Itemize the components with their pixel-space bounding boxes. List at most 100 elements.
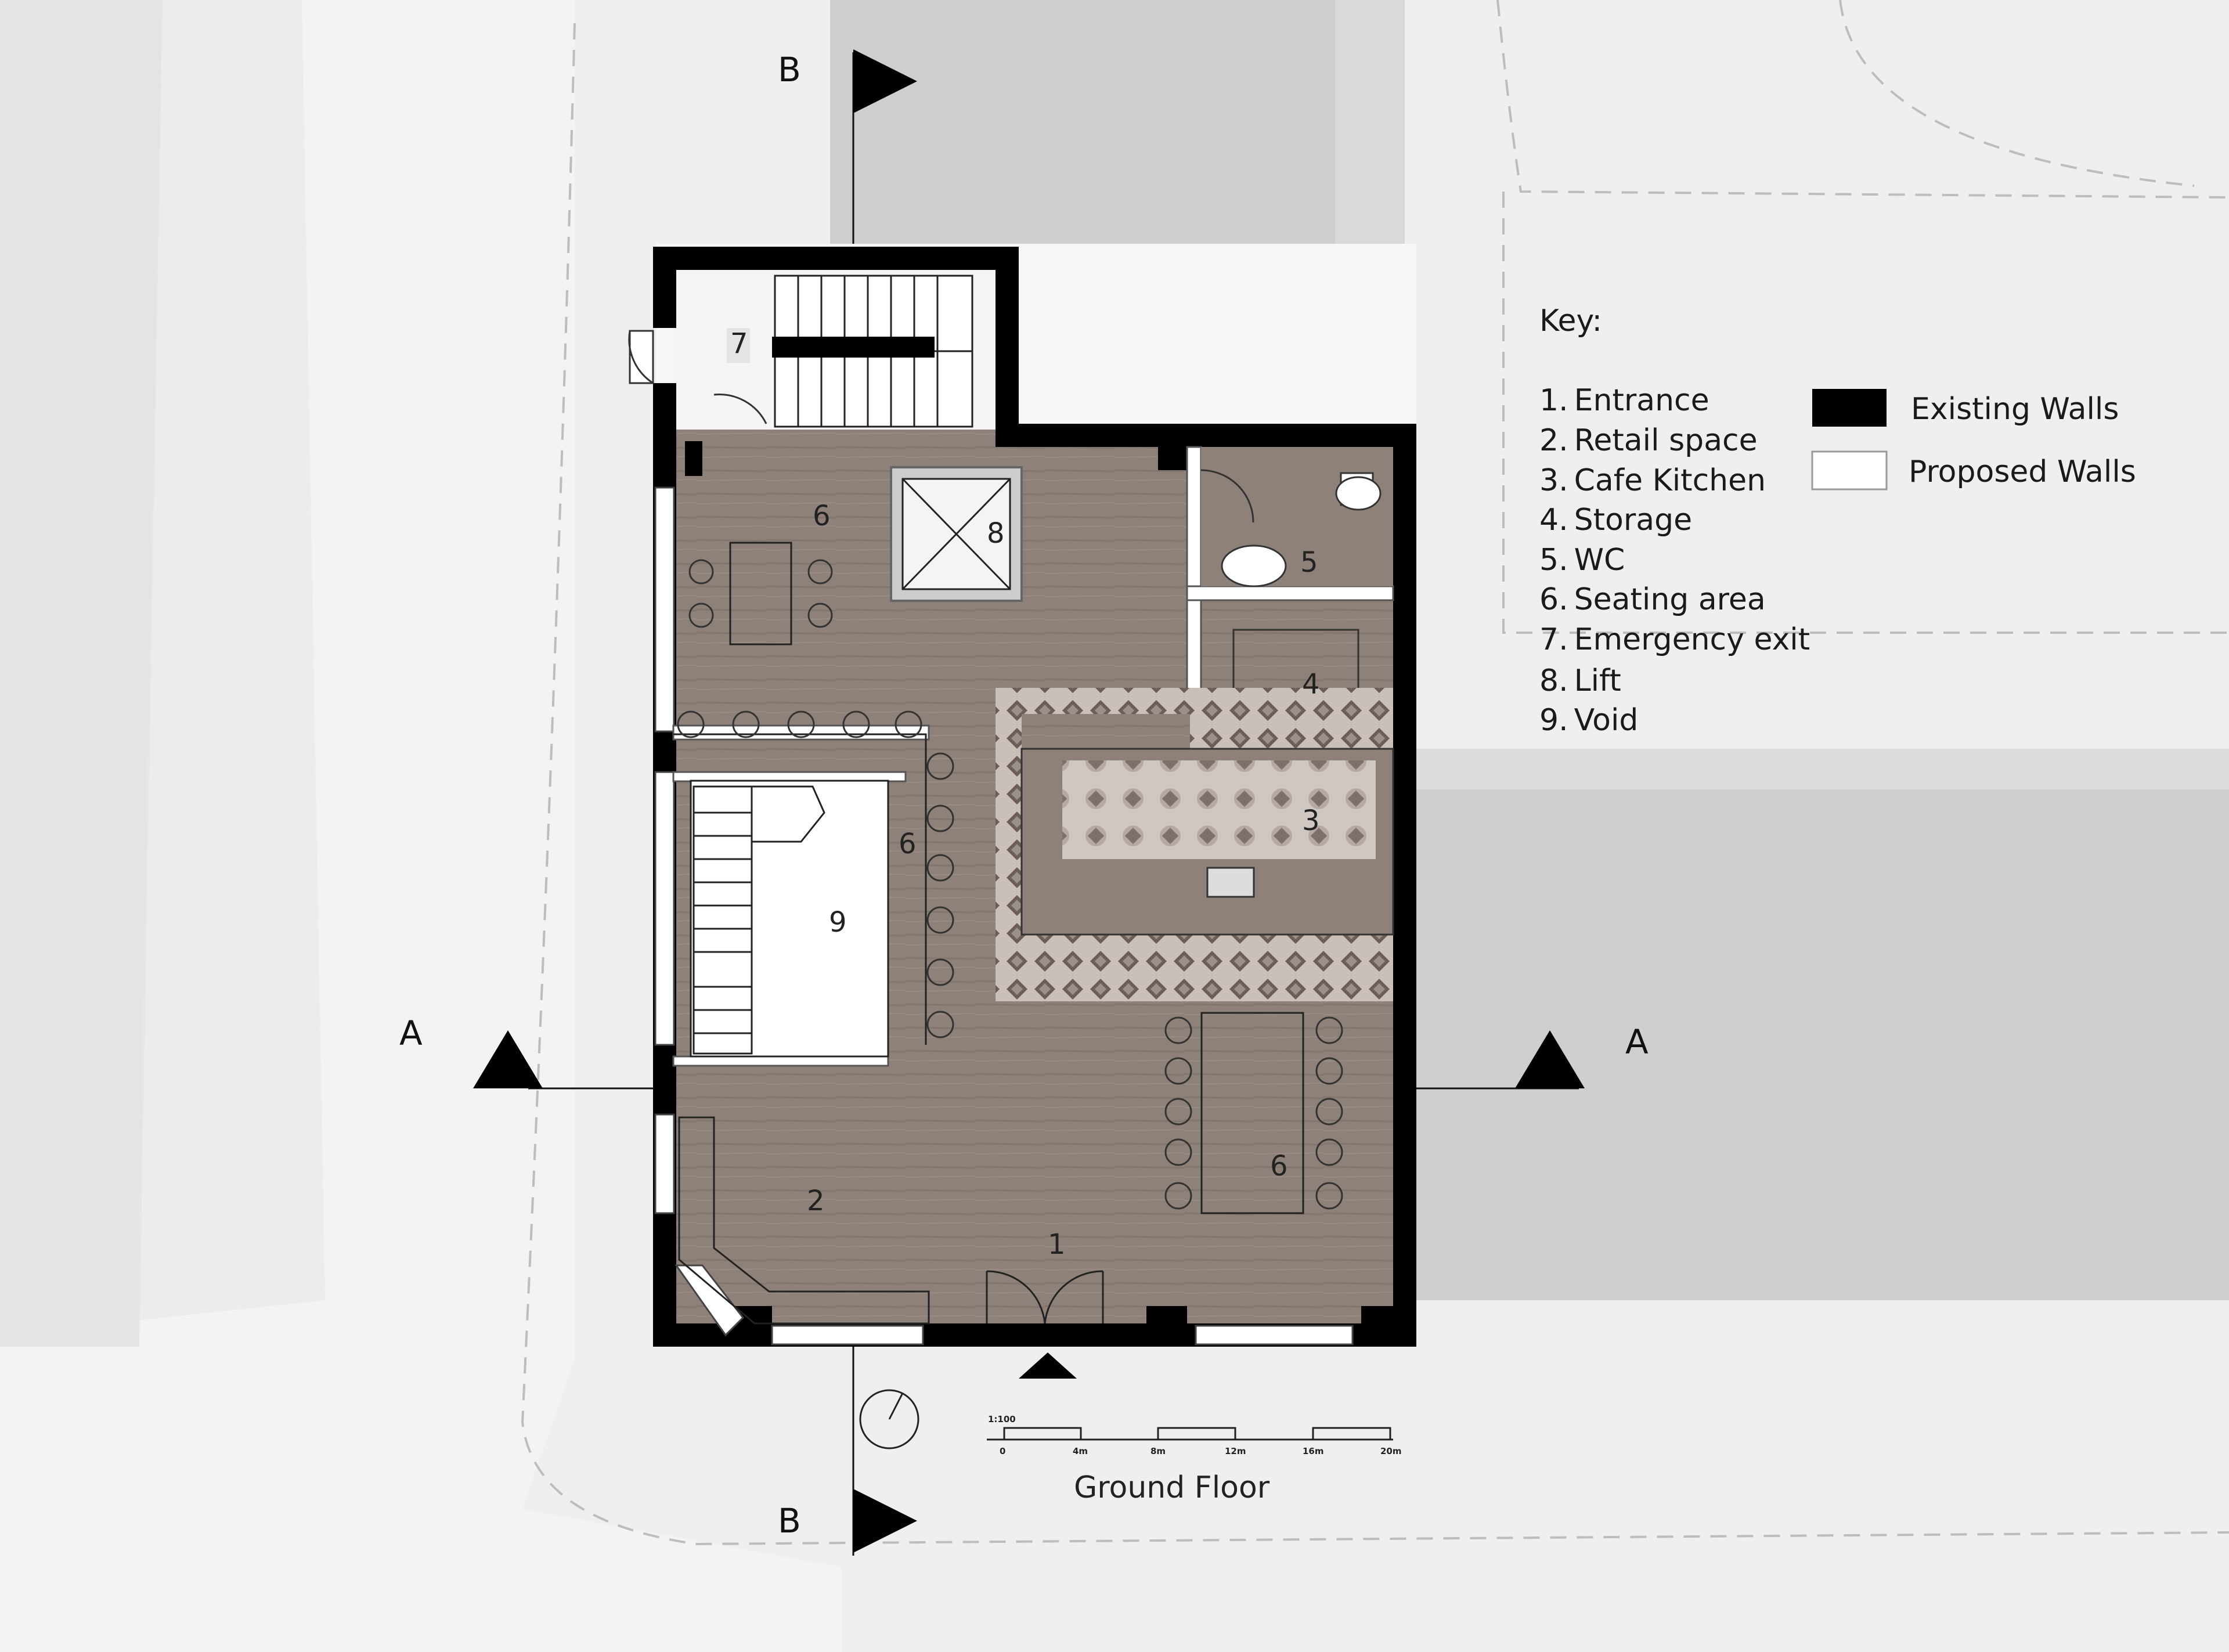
windows — [654, 486, 1354, 1346]
key-item: 9.Void — [1539, 703, 1638, 738]
retail-counter — [678, 1116, 930, 1325]
key-item-text: WC — [1574, 543, 1625, 578]
bar-counter — [673, 733, 927, 1045]
room-label-seating-se: 6 — [1270, 1150, 1288, 1182]
wc-basin — [1221, 544, 1287, 587]
room-label-retail: 2 — [807, 1185, 825, 1217]
room-label-kitchen: 3 — [1302, 805, 1320, 837]
section-a-right-arrow — [1515, 1030, 1585, 1088]
svg-text:2.Retail space: 2.Retail space — [1539, 423, 1758, 458]
section-b-top-flag — [853, 49, 917, 113]
north-point-needle — [888, 1393, 904, 1420]
exit-door[interactable] — [629, 330, 654, 384]
section-line-a — [473, 1030, 1585, 1090]
room-label-seating-nw: 6 — [813, 500, 831, 532]
key-item: 1.Entrance — [1539, 383, 1709, 418]
key-item-num: 7. — [1539, 622, 1568, 657]
key-item-num: 1. — [1539, 383, 1568, 418]
key-item: 2.Retail space — [1539, 423, 1758, 458]
wc-door-swing[interactable] — [1200, 469, 1254, 523]
room-label-exit: 7 — [730, 327, 748, 360]
room-label-void: 9 — [829, 906, 847, 939]
key-item: 3.Cafe Kitchen — [1539, 463, 1766, 498]
boundary-dashed-curve — [1839, 0, 2195, 187]
key-item-text: Retail space — [1574, 423, 1758, 458]
inner-door-swing — [713, 394, 767, 424]
key-title: Key: — [1539, 304, 1602, 338]
kitchen-sink — [1206, 867, 1255, 898]
key-item-num: 9. — [1539, 703, 1568, 738]
stair-landing-wall — [772, 337, 935, 358]
key-item-num: 5. — [1539, 543, 1568, 578]
key-item: 5.WC — [1539, 543, 1625, 578]
key-item-num: 8. — [1539, 663, 1568, 698]
kitchen-gap — [1022, 714, 1190, 749]
table-nw — [729, 542, 792, 645]
key-item-text: Lift — [1574, 663, 1621, 698]
svg-text:8.Lift: 8.Lift — [1539, 663, 1621, 698]
neighbour-building-east — [1416, 755, 2229, 1300]
section-b-bottom-flag — [853, 1489, 917, 1553]
section-a-left-label: A — [399, 1013, 423, 1053]
svg-text:5.WC: 5.WC — [1539, 543, 1625, 578]
key-item-text: Seating area — [1574, 582, 1766, 617]
exit-tag-bg — [727, 328, 750, 363]
key-item-text: Storage — [1574, 503, 1692, 538]
entrance-door[interactable] — [986, 1270, 1103, 1324]
scale-tick-20: 20m — [1380, 1446, 1402, 1456]
key-item: 8.Lift — [1539, 663, 1621, 698]
svg-text:3.Cafe Kitchen: 3.Cafe Kitchen — [1539, 463, 1766, 498]
boundary-dashed-right — [1502, 192, 2229, 634]
svg-text:7.Emergency exit: 7.Emergency exit — [1539, 622, 1810, 657]
boundary-dashed-top — [1496, 0, 2229, 199]
scale-tick-4: 4m — [1073, 1446, 1088, 1456]
entrance-arrow — [1019, 1352, 1077, 1379]
room-label-seating-mid: 6 — [899, 828, 917, 860]
svg-text:4.Storage: 4.Storage — [1539, 503, 1692, 538]
room-label-entrance: 1 — [1048, 1228, 1066, 1261]
scale-tick-12: 12m — [1225, 1446, 1246, 1456]
section-a-right-label: A — [1625, 1022, 1649, 1062]
svg-text:9.Void: 9.Void — [1539, 703, 1638, 738]
key-item: 6.Seating area — [1539, 582, 1766, 617]
key-item-text: Entrance — [1574, 383, 1709, 418]
scale-bar: 1:100 0 4m 8m 12m 16m 20m — [987, 1414, 1402, 1456]
void-stair — [692, 785, 825, 1055]
room-label-wc: 5 — [1300, 546, 1318, 579]
lift-cross-b — [901, 478, 1011, 590]
neighbour-shadow-east — [1416, 749, 2229, 789]
road-strip-left — [0, 0, 163, 1347]
scale-tick-8: 8m — [1150, 1446, 1166, 1456]
scale-tick-0: 0 — [1000, 1446, 1005, 1456]
kitchen-tile-field — [1062, 760, 1376, 859]
legend-label-proposed: Proposed Walls — [1909, 455, 2136, 489]
section-line-b — [852, 49, 917, 1556]
scale-ratio: 1:100 — [988, 1414, 1016, 1424]
room-label-lift: 8 — [987, 517, 1005, 550]
key-item-num: 4. — [1539, 503, 1568, 538]
neighbour-shadow-north — [1335, 0, 1405, 244]
key-item-num: 2. — [1539, 423, 1568, 458]
section-b-bottom-label: B — [778, 1501, 801, 1541]
north-point-icon — [859, 1389, 919, 1449]
legend-label-existing: Existing Walls — [1911, 392, 2119, 427]
entrance-jambs — [986, 1271, 1104, 1323]
key-item-text: Emergency exit — [1574, 622, 1810, 657]
boundary-dashed-left — [521, 23, 2229, 1546]
section-b-top-label: B — [778, 50, 801, 89]
key-item-text: Cafe Kitchen — [1574, 463, 1766, 498]
key-item-num: 3. — [1539, 463, 1568, 498]
key-panel: Key: 1.Entrance 2.Retail space 3.Cafe Ki… — [1539, 304, 2136, 738]
svg-text:6.Seating area: 6.Seating area — [1539, 582, 1766, 617]
stools — [677, 559, 1343, 1210]
key-item: 7.Emergency exit — [1539, 622, 1810, 657]
room-label-storage: 4 — [1302, 668, 1320, 701]
neighbour-building-north — [830, 0, 1335, 244]
legend-swatch-proposed — [1811, 450, 1888, 490]
scale-tick-16: 16m — [1303, 1446, 1324, 1456]
toilet-bowl — [1335, 476, 1382, 511]
table-se — [1200, 1012, 1304, 1214]
shadow-left — [0, 0, 325, 1335]
legend-swatch-existing — [1812, 389, 1887, 427]
